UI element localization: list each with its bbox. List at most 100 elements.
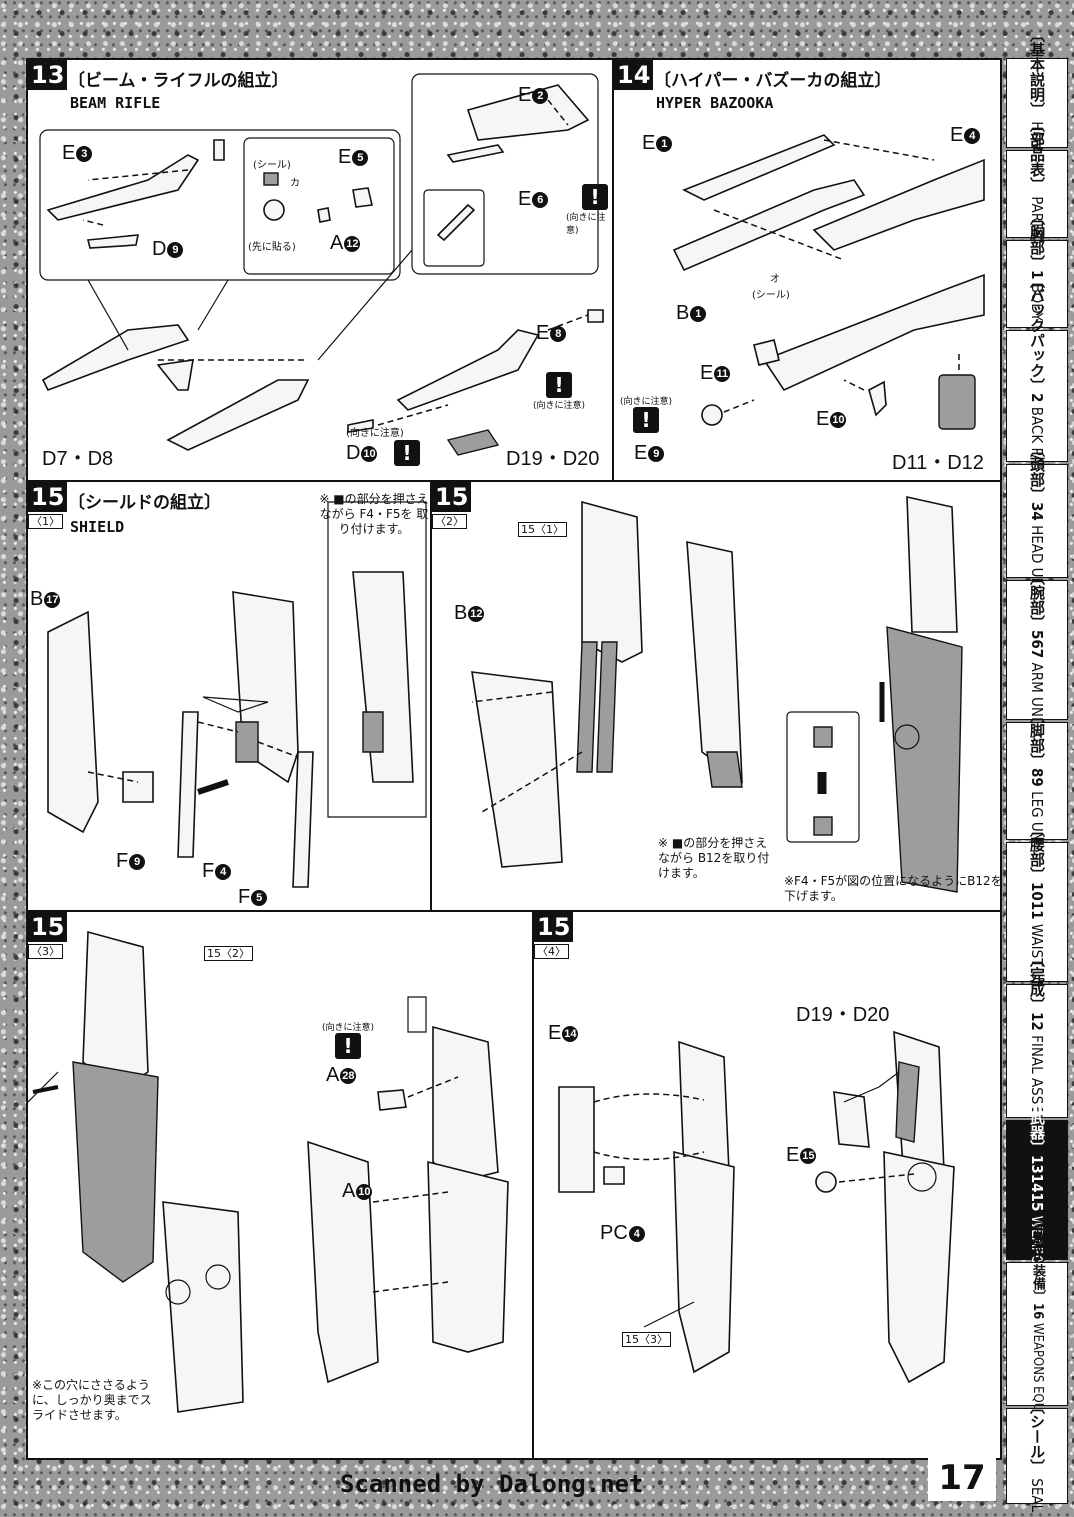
part-letter: E bbox=[536, 322, 550, 344]
part-number: 5 bbox=[352, 150, 369, 166]
part-letter: PC bbox=[600, 1222, 628, 1244]
caution-d10-label: (向きに注意) bbox=[346, 428, 404, 439]
part-letter: E bbox=[642, 132, 656, 154]
part-letter: E bbox=[786, 1144, 800, 1166]
part-number: 5 bbox=[251, 890, 268, 906]
beam-rifle-illustration bbox=[39, 73, 604, 456]
tab-arm-unit[interactable]: 〔腕部〕567 ARM UNIT bbox=[1006, 570, 1068, 730]
reference-step: 15〈1〉 bbox=[518, 522, 567, 537]
substep-label: 〈3〉 bbox=[28, 944, 63, 959]
tab-step-numbers: 1 bbox=[1028, 270, 1046, 280]
substep-label: 〈4〉 bbox=[534, 944, 569, 959]
part-number: 4 bbox=[964, 128, 981, 144]
part-letter: A bbox=[330, 232, 344, 254]
step-title-en: BEAM RIFLE bbox=[70, 94, 161, 112]
tab-step-numbers: 16 bbox=[1030, 1303, 1045, 1320]
tab-label-jp: 〔腕部〕 bbox=[1028, 570, 1046, 631]
tab-label-jp: 〔完成〕 bbox=[1028, 952, 1046, 1013]
tab-waist-unit[interactable]: 〔腰部〕1011 WAIST UNIT bbox=[1006, 822, 1068, 1002]
part-number: 1 bbox=[656, 136, 673, 152]
caution-label: (向きに注意) bbox=[322, 1023, 375, 1033]
step15-2-note-1: ※ ■の部分を押さえながら B12を取り付けます。 bbox=[658, 836, 770, 880]
part-d19d20: D19・D20 bbox=[796, 1004, 890, 1026]
tab-label-jp: 〔腰部〕 bbox=[1028, 821, 1046, 882]
part-letter: D bbox=[346, 442, 361, 464]
tab-seal[interactable]: 〔シール〕 SEAL bbox=[1006, 1399, 1068, 1513]
tab-final-assemble[interactable]: 〔完成〕12 FINAL ASSEMBLE bbox=[1006, 952, 1068, 1150]
part-letter: E bbox=[634, 442, 648, 464]
part-letter: F bbox=[116, 850, 129, 872]
tab-label: 〔腰部〕1011 WAIST UNIT bbox=[1028, 821, 1046, 1003]
part-number: 12 bbox=[468, 606, 485, 622]
tab-head-unit[interactable]: 〔頭部〕34 HEAD UNIT bbox=[1006, 442, 1068, 600]
tab-label-jp: 〔武器〕 bbox=[1028, 1095, 1046, 1156]
tab-label-jp: 〔バックパック〕 bbox=[1028, 273, 1046, 394]
part-letter: E bbox=[62, 142, 76, 164]
caution-icon: ! bbox=[582, 184, 608, 210]
substep-label: 〈1〉 bbox=[28, 514, 63, 529]
part-letter: E bbox=[518, 188, 532, 210]
reference-step: 15〈3〉 bbox=[622, 1332, 671, 1347]
part-number: 4 bbox=[628, 1226, 645, 1242]
tab-label: 〔シール〕 SEAL bbox=[1028, 1399, 1046, 1513]
reference-step: 15〈2〉 bbox=[204, 946, 253, 961]
part-letter: A bbox=[326, 1064, 340, 1086]
caution-e9: (向きに注意)! bbox=[620, 394, 672, 433]
part-letter: F bbox=[202, 860, 215, 882]
part-letter: F bbox=[238, 886, 251, 908]
part-number: 3 bbox=[76, 146, 93, 162]
tab-weapons-equipment[interactable]: 〔武器の装備〕16 WEAPONS EQUIPMENT bbox=[1006, 1212, 1068, 1456]
caution-e8: !(向きに注意) bbox=[533, 372, 585, 411]
tab-label-en: WAIST UNIT bbox=[1028, 923, 1046, 1003]
step15-3-note: ※この穴にささるように、しっかり奥までスライドさせます。 bbox=[32, 1378, 152, 1422]
tab-label-en: LEG UNIT bbox=[1028, 791, 1046, 855]
seal-mark: オ bbox=[770, 274, 780, 285]
part-letter: B bbox=[30, 588, 44, 610]
tab-step-numbers: 567 bbox=[1028, 630, 1046, 659]
part-number: 4 bbox=[215, 864, 232, 880]
apply-first-label: (先に貼る) bbox=[248, 242, 296, 253]
part-number: 9 bbox=[648, 446, 665, 462]
step-number: 15 bbox=[28, 482, 68, 512]
step-title-jp: 〔シールドの組立〕 bbox=[68, 493, 221, 513]
tab-leg-unit[interactable]: 〔脚部〕89 LEG UNIT bbox=[1006, 708, 1068, 854]
shield-step4-illustration bbox=[558, 1030, 955, 1384]
caution-icon: ! bbox=[633, 407, 660, 433]
tab-label-jp: 〔胸部〕 bbox=[1028, 210, 1046, 271]
part-number: 10 bbox=[361, 446, 378, 462]
caution-label: (向きに注意) bbox=[533, 401, 586, 411]
caution-e6: !(向きに注意) bbox=[526, 184, 612, 236]
caution-icon: ! bbox=[394, 440, 420, 466]
shield-step2-illustration bbox=[471, 495, 963, 893]
part-number: 6 bbox=[532, 192, 549, 208]
substep-label: 〈2〉 bbox=[432, 514, 467, 529]
tab-label-jp: 〔頭部〕 bbox=[1028, 442, 1046, 503]
tab-label-jp: 〔武器の装備〕 bbox=[1030, 1212, 1045, 1304]
step-number: 13 bbox=[28, 60, 68, 90]
tab-label-jp: 〔部品表〕 bbox=[1028, 117, 1046, 193]
caution-label: (向きに注意) bbox=[620, 397, 673, 407]
tab-body-unit[interactable]: 〔胸部〕1 BODY UNIT bbox=[1006, 210, 1068, 358]
part-number: 9 bbox=[129, 854, 146, 870]
tab-how-to[interactable]: 〔基本説明〕 HOW TO bbox=[1006, 27, 1068, 179]
part-number: 12 bbox=[344, 236, 361, 252]
part-letter: B bbox=[676, 302, 690, 324]
tab-weapons[interactable]: 〔武器〕131415 WEAPONS bbox=[1006, 1095, 1068, 1285]
tab-label-en: SEAL bbox=[1028, 1478, 1046, 1513]
part-letter: B bbox=[454, 602, 468, 624]
